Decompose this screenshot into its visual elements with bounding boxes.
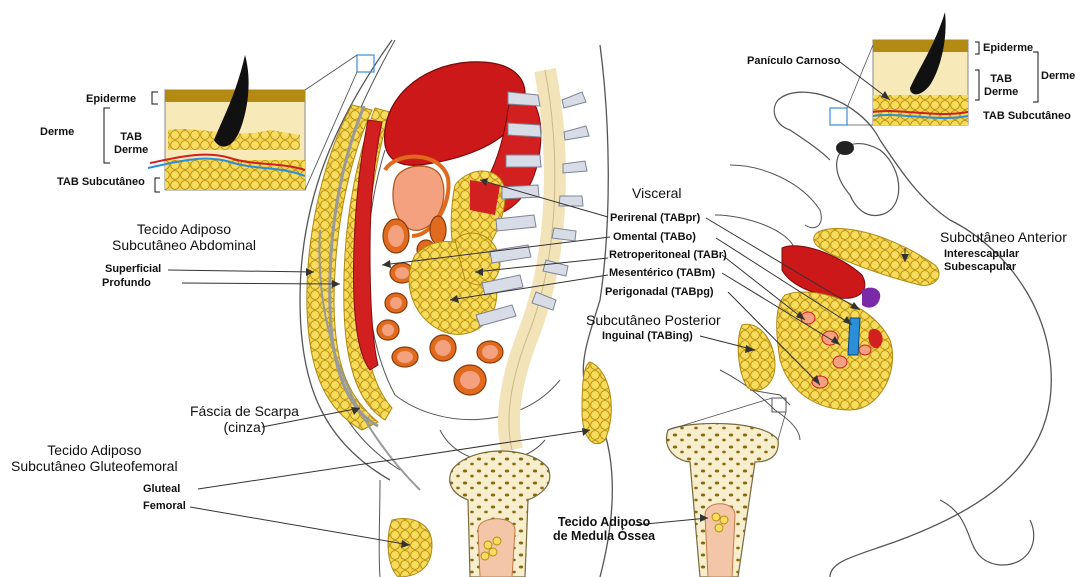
superficial-label: Superficial: [105, 263, 161, 276]
mouse-epidermis-label: Epiderme: [983, 42, 1033, 55]
retroperitoneal-label: Retroperitoneal (TABr): [609, 249, 727, 262]
mesenteric-label: Mesentérico (TABm): [609, 267, 715, 280]
human-tab-dermis-line1: TAB: [114, 131, 148, 144]
human-dermis-label: Derme: [40, 126, 74, 139]
scarpa-line2: (cinza): [190, 419, 299, 435]
bone-marrow-line1: Tecido Adiposo: [553, 515, 655, 529]
perirenal-label: Perirenal (TABpr): [610, 212, 700, 225]
mouse-tab-dermis-line2: Derme: [984, 86, 1018, 99]
bone-marrow-label: Tecido Adiposo de Medula Óssea: [553, 515, 655, 544]
abdominal-sat-title: Tecido Adiposo Subcutâneo Abdominal: [112, 221, 256, 253]
subscapular-label: Subescapular: [944, 261, 1019, 274]
scarpa-line1: Fáscia de Scarpa: [190, 403, 299, 419]
mouse-tab-dermis-label: TAB Derme: [984, 73, 1018, 98]
posterior-title: Subcutâneo Posterior: [586, 312, 721, 328]
anterior-title: Subcutâneo Anterior: [940, 229, 1067, 245]
mouse-body: [667, 92, 1052, 577]
panniculus-label: Panículo Carnoso: [747, 55, 841, 68]
mouse-dermis-label: Derme: [1041, 70, 1075, 83]
human-tab-dermis-line2: Derme: [114, 144, 148, 157]
visceral-title: Visceral: [632, 185, 682, 201]
human-subcutaneous-label: TAB Subcutâneo: [57, 176, 145, 189]
abdominal-sat-title-line1: Tecido Adiposo: [112, 221, 256, 237]
inguinal-label: Inguinal (TABing): [602, 330, 693, 343]
human-body: [300, 40, 612, 577]
deep-label: Profundo: [102, 277, 151, 290]
scarpa-fascia-label: Fáscia de Scarpa (cinza): [190, 403, 299, 435]
abdominal-sat-title-line2: Subcutâneo Abdominal: [112, 237, 256, 253]
human-tab-dermis-label: TAB Derme: [114, 131, 148, 156]
perigonadal-label: Perigonadal (TABpg): [605, 286, 714, 299]
gluteofemoral-title-line2: Subcutâneo Gluteofemoral: [11, 458, 178, 474]
mouse-tab-dermis-line1: TAB: [984, 73, 1018, 86]
anterior-sub: Interescapular Subescapular: [944, 248, 1019, 273]
omental-label: Omental (TABo): [613, 231, 696, 244]
mouse-subcutaneous-label: TAB Subcutâneo: [983, 110, 1071, 123]
femoral-label: Femoral: [143, 500, 186, 513]
bone-marrow-line2: de Medula Óssea: [553, 529, 655, 543]
gluteal-label: Gluteal: [143, 483, 180, 496]
gluteofemoral-title-line1: Tecido Adiposo: [11, 442, 178, 458]
mouse-skin-inset: [830, 12, 1038, 125]
human-epidermis-label: Epiderme: [86, 93, 136, 106]
interscapular-label: Interescapular: [944, 248, 1019, 261]
gluteofemoral-title: Tecido Adiposo Subcutâneo Gluteofemoral: [11, 442, 178, 474]
